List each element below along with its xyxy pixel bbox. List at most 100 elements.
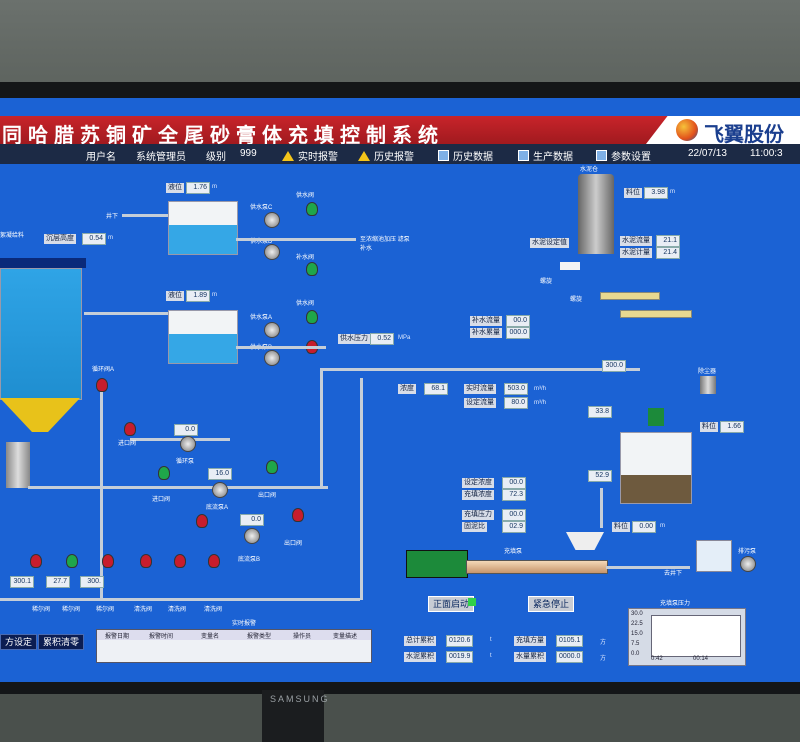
pipe xyxy=(320,368,323,486)
meter2-unit: t xyxy=(490,653,492,659)
hopper-level-value: 0.00 xyxy=(632,521,656,533)
pipe xyxy=(0,598,360,601)
conc-fill-label: 充填浓度 xyxy=(462,490,494,500)
makeup-valve[interactable] xyxy=(306,262,318,276)
bottom-valve-4[interactable] xyxy=(140,554,152,568)
bottom-valve-2[interactable] xyxy=(66,554,78,568)
dust-collector-label: 除尘器 xyxy=(698,369,717,375)
meter4-unit: 方 xyxy=(600,656,607,662)
alarm-col-operator: 操作员 xyxy=(293,634,312,640)
cement-ratio-label: 固泥比 xyxy=(462,522,487,532)
flow-value-1: 0.0 xyxy=(174,424,198,436)
outlet-valve-2[interactable] xyxy=(292,508,304,522)
trend-title: 充填泵压力 xyxy=(660,601,691,607)
supply-pump-b[interactable] xyxy=(264,350,280,366)
set-flow-value[interactable]: 80.0 xyxy=(504,397,528,409)
feeder xyxy=(560,262,580,270)
system-title: 同哈腊苏铜矿全尾砂膏体充填控制系统 xyxy=(2,123,444,147)
dust-collector xyxy=(700,376,716,394)
bottom-valve-5[interactable] xyxy=(174,554,186,568)
supply-valve-2[interactable] xyxy=(306,310,318,324)
fill-hopper xyxy=(566,532,604,550)
underflow-pump-a-valve[interactable] xyxy=(196,514,208,528)
circulation-pump[interactable] xyxy=(180,436,196,452)
settle-height-value: 0.54 xyxy=(82,233,106,245)
fill-pump-motor xyxy=(406,550,468,578)
scada-screen: 同哈腊苏铜矿全尾砂膏体充填控制系统 飞翼股份 用户名 系统管理员 级别 999 … xyxy=(0,98,800,682)
fill-pressure-value: 00.0 xyxy=(502,509,526,521)
set-flow-unit: m³/h xyxy=(534,400,546,406)
waste-pump[interactable] xyxy=(740,556,756,572)
thickener-tank xyxy=(0,268,82,400)
supply-pump-a[interactable] xyxy=(264,322,280,338)
bottom-valve-6[interactable] xyxy=(208,554,220,568)
alarm-header: 报警日期 报警时间 变量名 报警类型 操作员 变量描述 xyxy=(97,630,371,640)
underflow-pump-b[interactable] xyxy=(244,528,260,544)
menu-history-data[interactable]: 历史数据 xyxy=(438,148,493,163)
label-outlet-2: 出口阀 xyxy=(284,541,303,547)
cement-total-label: 水泥计量 xyxy=(620,248,652,258)
company-logo: 飞翼股份 xyxy=(646,116,800,144)
meter1-label: 总计累积 xyxy=(404,636,436,646)
menu-realtime-alarm[interactable]: 实时报警 xyxy=(282,148,338,163)
mixer-level-label: 料位 xyxy=(700,422,718,432)
pipe xyxy=(84,312,168,315)
meter2-label: 水泥累积 xyxy=(404,652,436,662)
set-flow-label: 设定流量 xyxy=(464,398,496,408)
menu-production-data[interactable]: 生产数据 xyxy=(518,148,573,163)
pump-label-d: 供水泵D xyxy=(250,239,273,245)
bottom-valve-1[interactable] xyxy=(30,554,42,568)
meter1-unit: t xyxy=(490,637,492,643)
menu-bar: 用户名 系统管理员 级别 999 实时报警 历史报警 历史数据 生产数据 参数设… xyxy=(0,144,800,164)
data-icon xyxy=(438,150,449,161)
supply-pump-c[interactable] xyxy=(264,212,280,228)
level-value: 999 xyxy=(240,148,257,159)
cement-setting-label: 水泥设定值 xyxy=(530,238,569,248)
conc-set-value[interactable]: 00.0 xyxy=(502,477,526,489)
alarm-col-date: 报警日期 xyxy=(105,634,130,640)
meter1-value: 0120.6 xyxy=(446,635,474,647)
total-reset-button[interactable]: 累积清零 xyxy=(38,634,85,650)
settle-height-label: 沉层高度 xyxy=(44,234,76,244)
makeup-total-label: 补水累量 xyxy=(470,328,502,338)
meter4-label: 水量累积 xyxy=(514,652,546,662)
pipe xyxy=(360,378,363,600)
trend-plot-area xyxy=(651,615,741,657)
inlet-valve-1[interactable] xyxy=(124,422,136,436)
chart-icon xyxy=(518,150,529,161)
circ-valve-label: 循环阀A xyxy=(92,367,115,373)
settings-button[interactable]: 方设定 xyxy=(0,634,38,650)
mixer-tank xyxy=(620,432,692,504)
supply-valve-1[interactable] xyxy=(306,202,318,216)
meter3-value: 0105.1 xyxy=(556,635,584,647)
circ-valve[interactable] xyxy=(96,378,108,392)
bottom-valve-3[interactable] xyxy=(102,554,114,568)
screw-conveyor-2 xyxy=(620,310,692,318)
water-level1-label: 液位 xyxy=(166,183,184,193)
menu-history-alarm[interactable]: 历史报警 xyxy=(358,148,414,163)
conc-set-label: 设定浓度 xyxy=(462,478,494,488)
pipe-value-2: 33.8 xyxy=(588,406,612,418)
screw-label-2: 螺旋 xyxy=(570,297,583,303)
emergency-stop-button[interactable]: 紧急停止 xyxy=(528,596,575,612)
realtime-flow-value: 503.0 xyxy=(504,383,528,395)
settings-icon xyxy=(596,150,607,161)
settle-height-unit: m xyxy=(108,235,113,241)
water-level1-unit: m xyxy=(212,184,217,190)
cement-level-unit: m xyxy=(670,189,675,195)
underflow-pump-a[interactable] xyxy=(212,482,228,498)
valve-label-3: 供水阀 xyxy=(296,301,315,307)
water-level2-unit: m xyxy=(212,292,217,298)
supply-pump-d[interactable] xyxy=(264,244,280,260)
inlet-valve-2[interactable] xyxy=(158,466,170,480)
pressure-trend-chart: 30.0 22.5 15.0 7.5 0.0 0:42 00:14 xyxy=(628,608,746,666)
screw-label-1: 螺旋 xyxy=(540,279,553,285)
outlet-valve-1[interactable] xyxy=(266,460,278,474)
pipe xyxy=(122,214,168,217)
start-indicator xyxy=(468,598,476,606)
pipe xyxy=(100,388,103,598)
trend-y-tick: 15.0 xyxy=(631,631,643,637)
menu-param-settings[interactable]: 参数设置 xyxy=(596,148,651,163)
density-label: 浓度 xyxy=(398,384,416,394)
meter4-value: 0000.0 xyxy=(556,651,584,663)
